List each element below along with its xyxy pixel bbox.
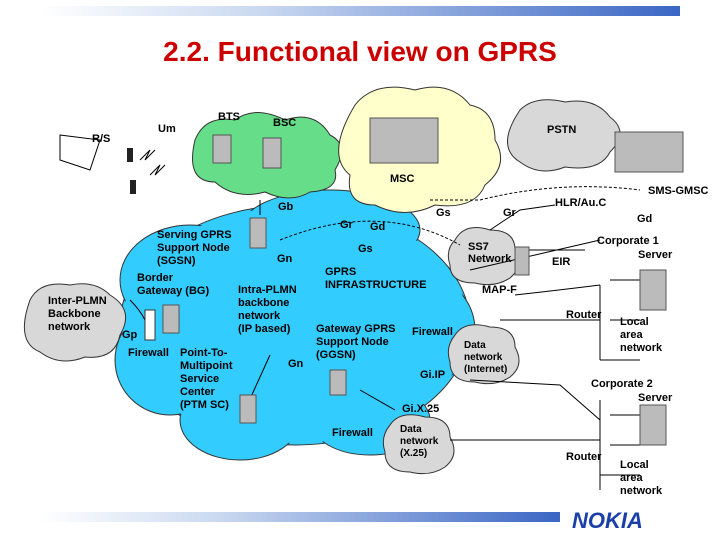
label-eir: EIR [552, 256, 570, 268]
equipment-icons [162, 117, 684, 446]
label-corp1-2: Server [638, 249, 673, 261]
label-intra-2: backbone [238, 297, 289, 309]
label-lan2-1: Local [620, 459, 649, 471]
label-mapf: MAP-F [482, 284, 517, 296]
label-sms-gmsc: SMS-GMSC [648, 185, 709, 197]
label-gix25: Gi.X.25 [402, 403, 439, 415]
label-um: Um [158, 123, 176, 135]
label-lan2-3: network [620, 485, 663, 497]
label-dn-ip-2: network [464, 352, 503, 363]
label-ptm-1: Point-To- [180, 347, 228, 359]
label-lan2-2: area [620, 472, 644, 484]
label-bg-2: Gateway (BG) [137, 285, 209, 297]
label-corp2-1: Corporate 2 [591, 378, 653, 390]
label-ss7-1: SS7 [468, 241, 489, 253]
label-intra-1: Intra-PLMN [238, 284, 297, 296]
label-interplmn-2: Backbone [48, 308, 101, 320]
diagram-labels: BTS BSC Um R/S MSC PSTN SMS-GMSC HLR/Au.… [48, 111, 709, 497]
label-gd-right: Gd [637, 213, 652, 225]
firewall-icons [144, 309, 156, 341]
label-interplmn-3: network [48, 321, 91, 333]
label-lan1-2: area [620, 329, 644, 341]
x25-cloud [382, 414, 455, 475]
label-infra-1: GPRS [325, 266, 356, 278]
label-ggsn-3: (GGSN) [316, 349, 356, 361]
label-gb: Gb [278, 201, 294, 213]
label-sgsn-1: Serving GPRS [157, 229, 232, 241]
label-gd-mid: Gd [370, 221, 385, 233]
label-firewall-1: Firewall [412, 326, 453, 338]
inter-plmn-cloud [23, 283, 127, 362]
label-gn-1: Gn [277, 253, 293, 265]
label-sgsn-3: (SGSN) [157, 255, 196, 267]
label-gs-top: Gs [436, 207, 451, 219]
label-ptm-5: (PTM SC) [180, 399, 229, 411]
label-giip: Gi.IP [420, 369, 445, 381]
label-dn-ip-3: (Internet) [464, 364, 507, 375]
label-rs: R/S [92, 133, 110, 145]
label-interplmn-1: Inter-PLMN [48, 295, 107, 307]
label-lan1-1: Local [620, 316, 649, 328]
mobile-phones [127, 148, 136, 194]
label-gr-top: Gr [503, 207, 517, 219]
bottom-gradient-bar [40, 512, 560, 522]
label-gn-2: Gn [288, 358, 304, 370]
label-intra-3: network [238, 310, 281, 322]
top-gradient-bar [40, 6, 680, 16]
label-infra-2: INFRASTRUCTURE [325, 279, 426, 291]
internet-cloud [447, 324, 520, 385]
label-gr-mid: Gr [340, 219, 354, 231]
label-hlr: HLR/Au.C [555, 197, 606, 209]
label-ptm-2: Multipoint [180, 360, 233, 372]
label-lan1-3: network [620, 342, 663, 354]
label-gs-mid: Gs [358, 243, 373, 255]
label-router2: Router [566, 451, 602, 463]
label-dn-x25-1: Data [400, 424, 422, 435]
label-firewall-3: Firewall [332, 427, 373, 439]
label-ss7-2: Network [468, 253, 512, 265]
label-ptm-3: Service [180, 373, 219, 385]
label-msc: MSC [390, 173, 415, 185]
label-intra-4: (IP based) [238, 323, 291, 335]
label-dn-ip-1: Data [464, 340, 486, 351]
label-bts: BTS [218, 111, 240, 123]
label-bsc: BSC [273, 117, 296, 129]
label-dn-x25-3: (X.25) [400, 448, 427, 459]
nokia-logo: NOKIA [572, 508, 643, 533]
label-ggsn-1: Gateway GPRS [316, 323, 395, 335]
label-dn-x25-2: network [400, 436, 439, 447]
label-corp1-1: Corporate 1 [597, 235, 659, 247]
label-bg-1: Border [137, 272, 174, 284]
label-router1: Router [566, 309, 602, 321]
label-pstn: PSTN [547, 124, 576, 136]
slide-title: 2.2. Functional view on GPRS [163, 36, 557, 67]
label-corp2-2: Server [638, 392, 673, 404]
label-firewall-2: Firewall [128, 347, 169, 359]
label-ggsn-2: Support Node [316, 336, 389, 348]
label-ptm-4: Center [180, 386, 216, 398]
pstn-cloud [507, 99, 621, 172]
label-sgsn-2: Support Node [157, 242, 230, 254]
label-gp: Gp [122, 329, 138, 341]
